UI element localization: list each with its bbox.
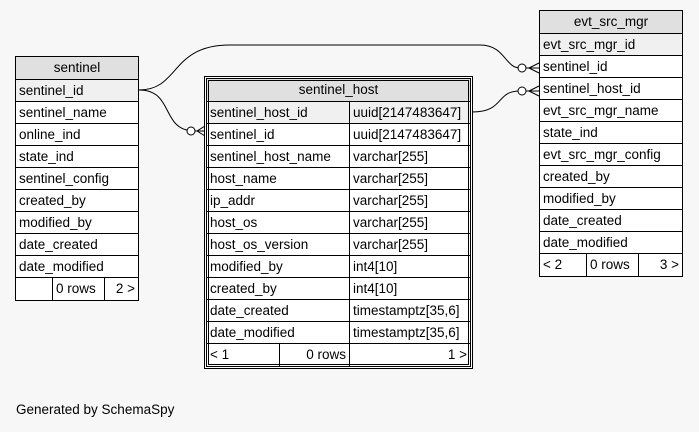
column-type: varchar[255] (349, 168, 470, 189)
column-row[interactable]: evt_src_mgr_id (540, 34, 682, 56)
column-row[interactable]: ip_addr varchar[255] (207, 190, 470, 212)
generated-by-credit: Generated by SchemaSpy (16, 402, 175, 417)
column-type: int4[10] (349, 256, 470, 277)
optional-marker (517, 86, 527, 96)
footer-row-count: 0 rows (279, 344, 349, 366)
column-name: date_created (210, 303, 289, 318)
footer-next-link[interactable]: 3 > (638, 254, 682, 276)
column-row[interactable]: state_ind (540, 122, 682, 144)
column-row[interactable]: date_created timestamptz[35,6] (207, 300, 470, 322)
column-name: sentinel_host_id (210, 105, 308, 120)
column-name: state_ind (19, 149, 74, 164)
column-row[interactable]: sentinel_host_id uuid[2147483647] (207, 102, 470, 124)
optional-marker (186, 126, 196, 136)
column-name: sentinel_id (210, 127, 275, 142)
column-name: date_modified (543, 235, 628, 250)
column-row[interactable]: created_by (540, 166, 682, 188)
column-name: modified_by (543, 191, 616, 206)
column-row[interactable]: date_created (16, 234, 138, 256)
column-name: modified_by (19, 215, 92, 230)
column-row[interactable]: date_created (540, 210, 682, 232)
column-type: varchar[255] (349, 190, 470, 211)
column-row[interactable]: online_ind (16, 124, 138, 146)
column-row[interactable]: created_by (16, 190, 138, 212)
footer-row-count: 0 rows (586, 254, 638, 276)
table-sentinel[interactable]: sentinel sentinel_id sentinel_name online_… (15, 56, 139, 301)
column-type: varchar[255] (349, 146, 470, 167)
column-name: online_ind (19, 127, 81, 142)
column-name: modified_by (210, 259, 283, 274)
column-name: sentinel_config (19, 171, 110, 186)
column-row[interactable]: date_modified timestamptz[35,6] (207, 322, 470, 344)
column-row[interactable]: host_os varchar[255] (207, 212, 470, 234)
column-type: varchar[255] (349, 212, 470, 233)
column-type: uuid[2147483647] (349, 124, 470, 145)
column-row[interactable]: host_os_version varchar[255] (207, 234, 470, 256)
column-name: sentinel_name (19, 105, 107, 120)
column-name: sentinel_id (19, 83, 84, 98)
footer-left (16, 278, 52, 300)
footer-prev-link[interactable]: < 1 (210, 347, 230, 362)
column-row[interactable]: modified_by int4[10] (207, 256, 470, 278)
column-name: evt_src_mgr_id (543, 37, 636, 52)
column-name: created_by (543, 169, 610, 184)
column-name: sentinel_host_id (543, 81, 641, 96)
column-row[interactable]: modified_by (540, 188, 682, 210)
link-sentinel-to-sentinel-host (138, 89, 205, 132)
table-header[interactable]: evt_src_mgr (540, 11, 682, 34)
column-type: timestamptz[35,6] (349, 300, 470, 321)
column-type: timestamptz[35,6] (349, 322, 470, 343)
column-row[interactable]: date_modified (540, 232, 682, 254)
table-sentinel-host[interactable]: sentinel_host sentinel_host_id uuid[21474… (204, 76, 473, 369)
column-row[interactable]: sentinel_host_name varchar[255] (207, 146, 470, 168)
column-name: evt_src_mgr_config (543, 147, 661, 162)
table-header[interactable]: sentinel (16, 57, 138, 80)
table-footer: 0 rows 2 > (16, 278, 138, 300)
column-name: date_created (543, 213, 622, 228)
column-row[interactable]: evt_src_mgr_config (540, 144, 682, 166)
footer-next-link[interactable]: 2 > (104, 278, 138, 300)
column-row[interactable]: state_ind (16, 146, 138, 168)
column-name: host_os_version (210, 237, 309, 252)
column-type: int4[10] (349, 278, 470, 299)
column-row[interactable]: sentinel_id uuid[2147483647] (207, 124, 470, 146)
column-name: created_by (210, 281, 277, 296)
footer-row-count: 0 rows (52, 278, 104, 300)
column-row[interactable]: evt_src_mgr_name (540, 100, 682, 122)
table-header[interactable]: sentinel_host (207, 79, 470, 102)
column-name: state_ind (543, 125, 598, 140)
column-name: sentinel_id (543, 59, 608, 74)
column-row[interactable]: sentinel_config (16, 168, 138, 190)
column-name: ip_addr (210, 193, 256, 208)
column-row[interactable]: sentinel_host_id (540, 78, 682, 100)
column-row[interactable]: sentinel_id (540, 56, 682, 78)
column-type: uuid[2147483647] (349, 102, 470, 123)
footer-prev-link[interactable]: < 2 (543, 257, 563, 272)
column-name: date_created (19, 237, 98, 252)
column-row[interactable]: sentinel_name (16, 102, 138, 124)
column-name: date_modified (210, 325, 295, 340)
column-name: sentinel_host_name (210, 149, 331, 164)
table-footer: < 2 0 rows 3 > (540, 254, 682, 276)
column-row[interactable]: created_by int4[10] (207, 278, 470, 300)
column-name: evt_src_mgr_name (543, 103, 659, 118)
link-sentinel-to-evt-src-mgr (138, 44, 539, 91)
link-sentinel-host-to-evt-src-mgr (471, 90, 539, 113)
column-name: host_name (210, 171, 277, 186)
column-name: date_modified (19, 259, 104, 274)
column-name: created_by (19, 193, 86, 208)
column-row[interactable]: sentinel_id (16, 80, 138, 102)
footer-next-link[interactable]: 1 > (349, 344, 470, 366)
column-row[interactable]: host_name varchar[255] (207, 168, 470, 190)
optional-marker (517, 63, 527, 73)
column-row[interactable]: modified_by (16, 212, 138, 234)
column-type: varchar[255] (349, 234, 470, 255)
column-name: host_os (210, 215, 258, 230)
column-row[interactable]: date_modified (16, 256, 138, 278)
table-footer: < 1 0 rows 1 > (207, 344, 470, 366)
